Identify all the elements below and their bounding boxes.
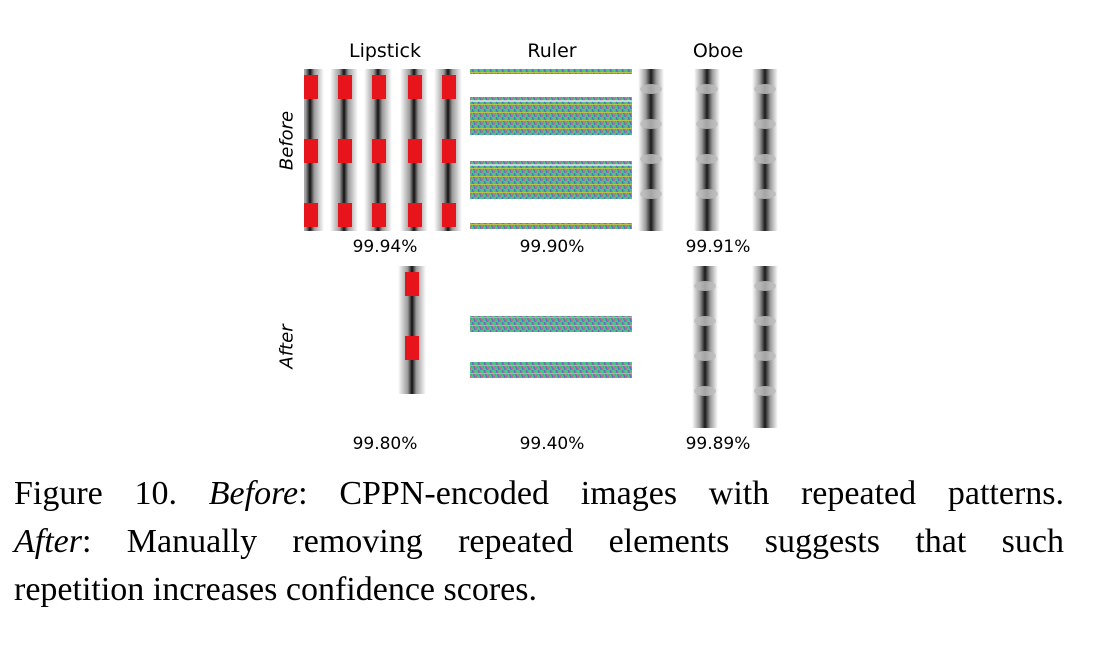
cppn-oboe-image	[636, 69, 798, 231]
cppn-ruler-image	[470, 69, 632, 231]
score-lipstick-before: 99.94%	[352, 237, 418, 257]
score-oboe-before: 99.91%	[685, 237, 751, 257]
caption-line-1: Figure 10. Before: CPPN-encoded images w…	[14, 470, 1064, 518]
image-ruler-before	[470, 69, 632, 231]
score-lipstick-after: 99.80%	[352, 434, 418, 454]
cppn-ruler-image	[470, 266, 632, 428]
row-label-before: Before	[276, 110, 298, 171]
cppn-oboe-image	[636, 266, 798, 428]
caption-after-term: After	[14, 523, 82, 560]
score-ruler-after: 99.40%	[519, 434, 585, 454]
column-title-ruler: Ruler	[527, 40, 577, 62]
score-oboe-after: 99.89%	[685, 434, 751, 454]
image-ruler-after	[470, 266, 632, 428]
caption-line-2-rest: : Manually removing repeated elements su…	[81, 523, 1064, 560]
figure-caption: Figure 10. Before: CPPN-encoded images w…	[14, 470, 1064, 614]
caption-before-term: Before	[208, 475, 299, 512]
caption-line-2: After: Manually removing repeated elemen…	[14, 518, 1064, 566]
image-lipstick-after	[304, 266, 466, 428]
cppn-lipstick-image	[304, 266, 466, 428]
column-title-lipstick: Lipstick	[348, 40, 421, 62]
row-label-after: After	[276, 324, 298, 369]
image-oboe-before	[636, 69, 798, 231]
column-title-oboe: Oboe	[692, 40, 744, 62]
caption-figure-number: Figure 10.	[14, 475, 178, 512]
score-ruler-before: 99.90%	[519, 237, 585, 257]
caption-line-3: repetition increases confidence scores.	[14, 571, 537, 608]
image-lipstick-before	[304, 69, 466, 231]
caption-line-1-rest: : CPPN-encoded images with repeated patt…	[298, 475, 1064, 512]
cppn-lipstick-image	[304, 69, 466, 231]
image-oboe-after	[636, 266, 798, 428]
